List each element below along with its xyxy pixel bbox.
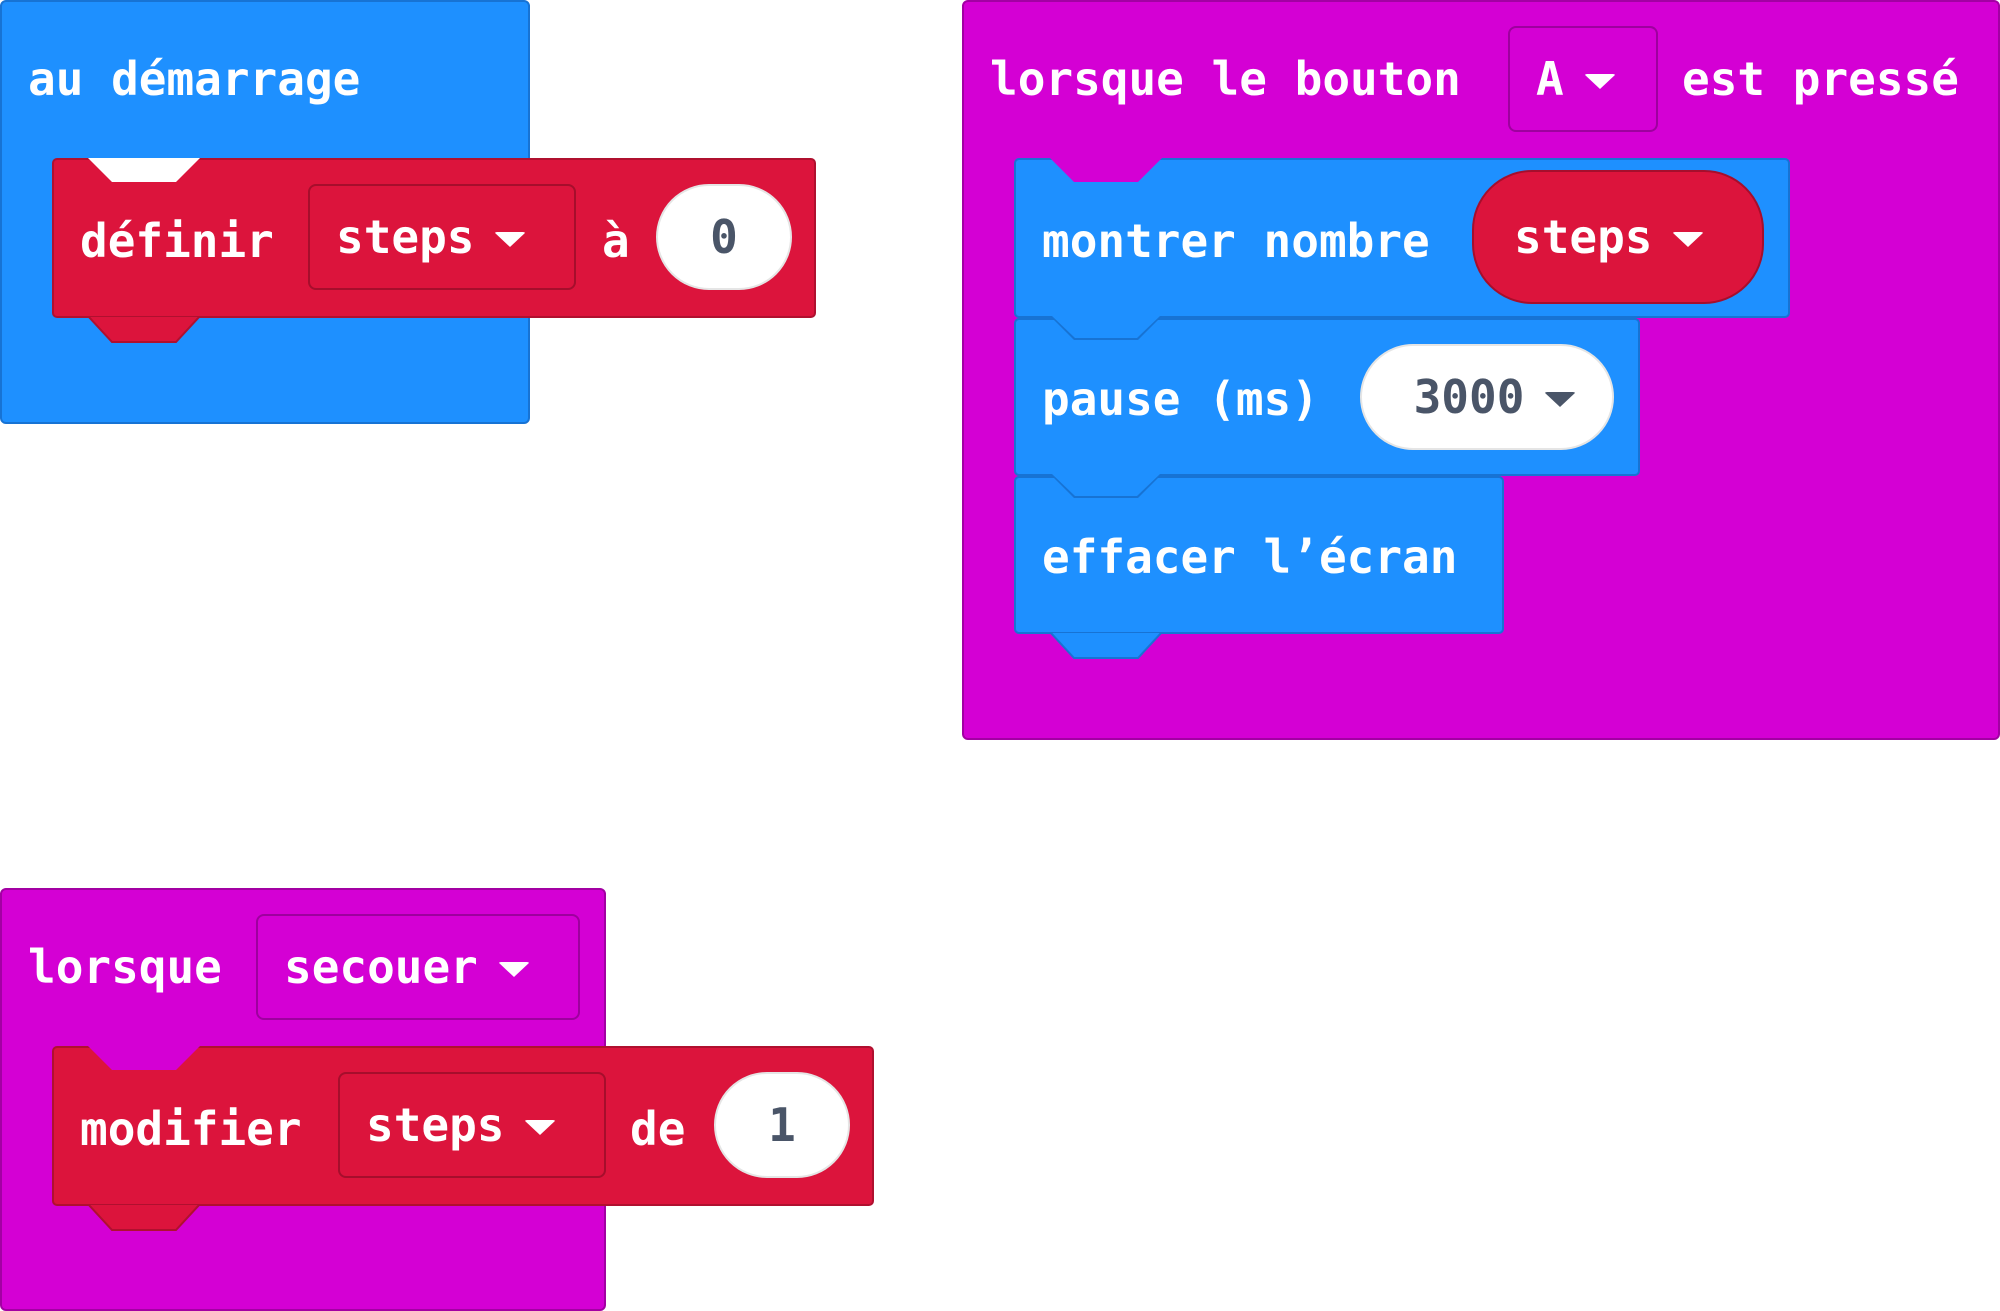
block-tab xyxy=(88,316,200,343)
number-input[interactable]: 1 xyxy=(714,1072,850,1178)
gesture-name: secouer xyxy=(284,940,478,994)
dropdown-arrow-icon xyxy=(1583,73,1616,89)
variable-name: steps xyxy=(336,210,475,264)
variable-dropdown[interactable]: steps xyxy=(338,1072,606,1178)
clear-screen-block[interactable] xyxy=(1014,476,1504,634)
block-notch xyxy=(1050,474,1162,498)
button-name: A xyxy=(1536,52,1564,106)
on-start-label: au démarrage xyxy=(28,52,361,106)
block-notch xyxy=(1050,316,1162,340)
to-label: à xyxy=(602,214,630,268)
button-dropdown[interactable]: A xyxy=(1508,26,1658,132)
on-button-label-before: lorsque le bouton xyxy=(990,52,1461,106)
pause-duration-value: 3000 xyxy=(1413,370,1525,424)
gesture-dropdown[interactable]: secouer xyxy=(256,914,580,1020)
change-label: modifier xyxy=(80,1102,302,1156)
show-number-label: montrer nombre xyxy=(1042,214,1430,268)
block-tab xyxy=(88,1204,200,1231)
block-notch xyxy=(1050,158,1162,182)
pause-label: pause (ms) xyxy=(1042,372,1319,426)
dropdown-arrow-icon xyxy=(494,231,527,247)
number-input[interactable]: 0 xyxy=(656,184,792,290)
dropdown-arrow-icon xyxy=(497,961,530,977)
variable-name: steps xyxy=(366,1098,505,1152)
variable-reporter[interactable]: steps xyxy=(1472,170,1764,304)
number-value: 1 xyxy=(768,1098,796,1152)
variable-name: steps xyxy=(1514,210,1653,264)
block-notch xyxy=(88,158,200,182)
block-notch xyxy=(88,1046,200,1070)
number-value: 0 xyxy=(710,210,738,264)
on-button-label-after: est pressé xyxy=(1682,52,1959,106)
set-label: définir xyxy=(80,214,274,268)
by-label: de xyxy=(630,1102,686,1156)
variable-dropdown[interactable]: steps xyxy=(308,184,576,290)
dropdown-arrow-icon xyxy=(1672,231,1705,247)
clear-screen-label: effacer l’écran xyxy=(1042,530,1458,584)
block-tab xyxy=(1050,632,1162,659)
pause-duration-dropdown[interactable]: 3000 xyxy=(1360,344,1614,450)
dropdown-arrow-icon xyxy=(524,1119,557,1135)
on-gesture-label: lorsque xyxy=(28,940,222,994)
dropdown-arrow-icon xyxy=(1544,391,1577,407)
